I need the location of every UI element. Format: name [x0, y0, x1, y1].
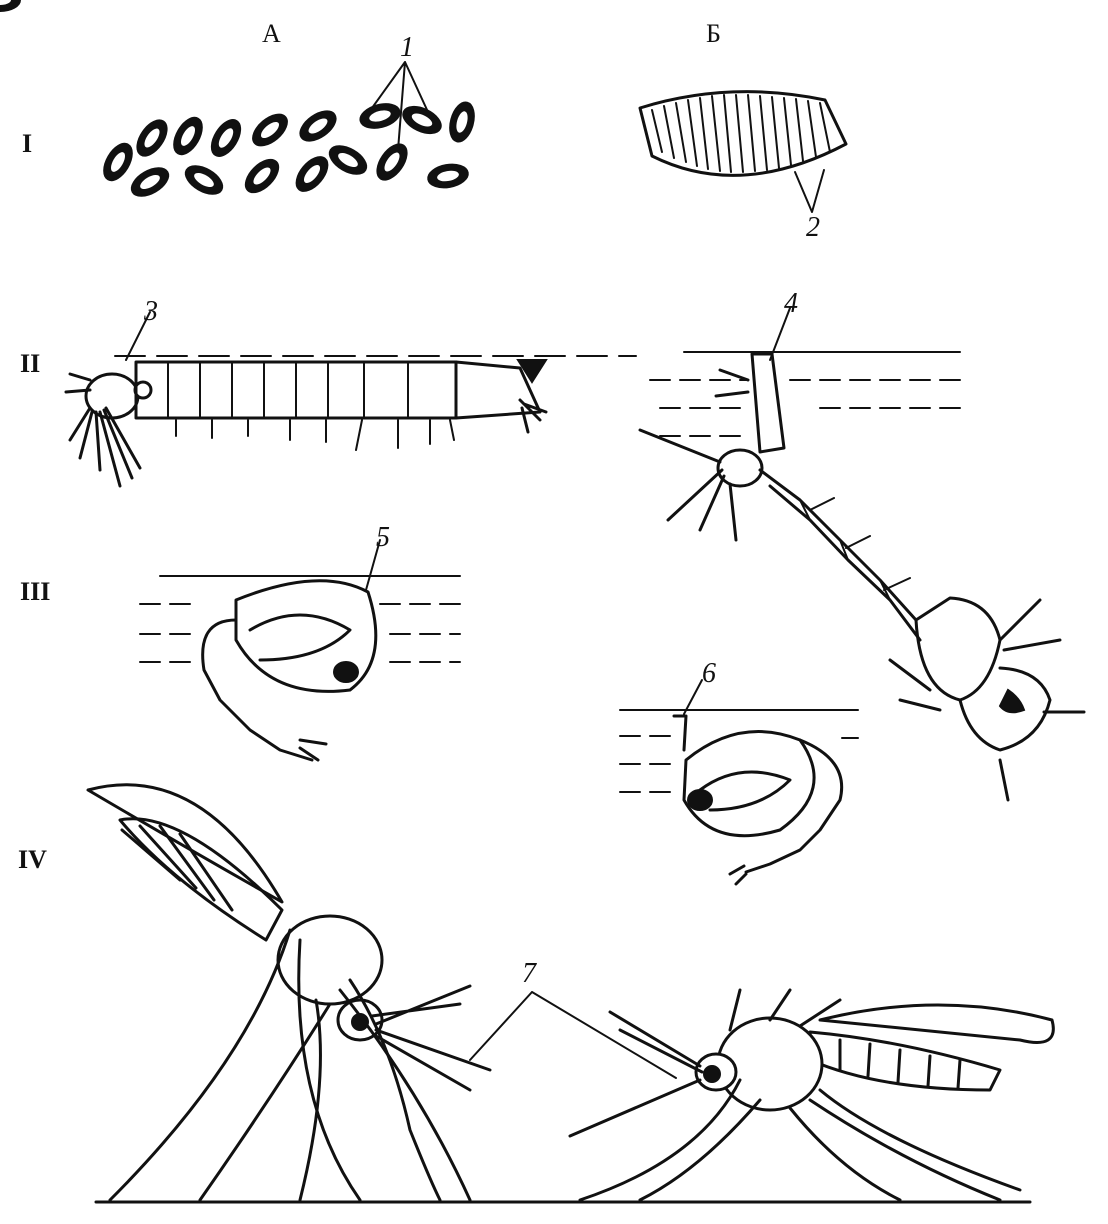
water-lines-b-bottom — [619, 709, 859, 793]
row-label-iv: IV — [18, 845, 47, 874]
culex-larva — [638, 352, 1086, 802]
egg — [0, 0, 21, 12]
svg-text:1: 1 — [400, 32, 414, 63]
callout-6: 6 — [683, 658, 716, 715]
row-label-i: I — [22, 129, 32, 158]
svg-text:5: 5 — [376, 522, 390, 553]
anopheles-larva — [64, 359, 548, 488]
callout-2: 2 — [794, 169, 825, 243]
svg-text:2: 2 — [806, 212, 820, 243]
anopheles-eggs — [0, 0, 479, 203]
column-label-b: Б — [706, 19, 721, 48]
water-lines-a-middle — [139, 575, 461, 663]
callout-1: 1 — [371, 32, 429, 151]
column-label-a: А — [262, 19, 281, 48]
callout-3: 3 — [125, 296, 158, 361]
culex-egg-raft — [638, 90, 848, 177]
svg-text:3: 3 — [143, 296, 158, 327]
culex-pupa — [672, 714, 844, 886]
anopheles-adult — [86, 783, 492, 1202]
svg-text:4: 4 — [784, 288, 798, 319]
row-label-ii: II — [20, 349, 40, 378]
svg-text:6: 6 — [702, 658, 716, 689]
svg-text:7: 7 — [522, 958, 537, 989]
callout-4: 4 — [769, 288, 798, 361]
culex-adult — [568, 988, 1055, 1202]
callout-5: 5 — [365, 522, 390, 591]
row-label-iii: III — [20, 577, 50, 606]
anopheles-pupa — [201, 579, 378, 762]
callout-7: 7 — [469, 958, 677, 1079]
water-lines-b-top — [649, 351, 961, 437]
